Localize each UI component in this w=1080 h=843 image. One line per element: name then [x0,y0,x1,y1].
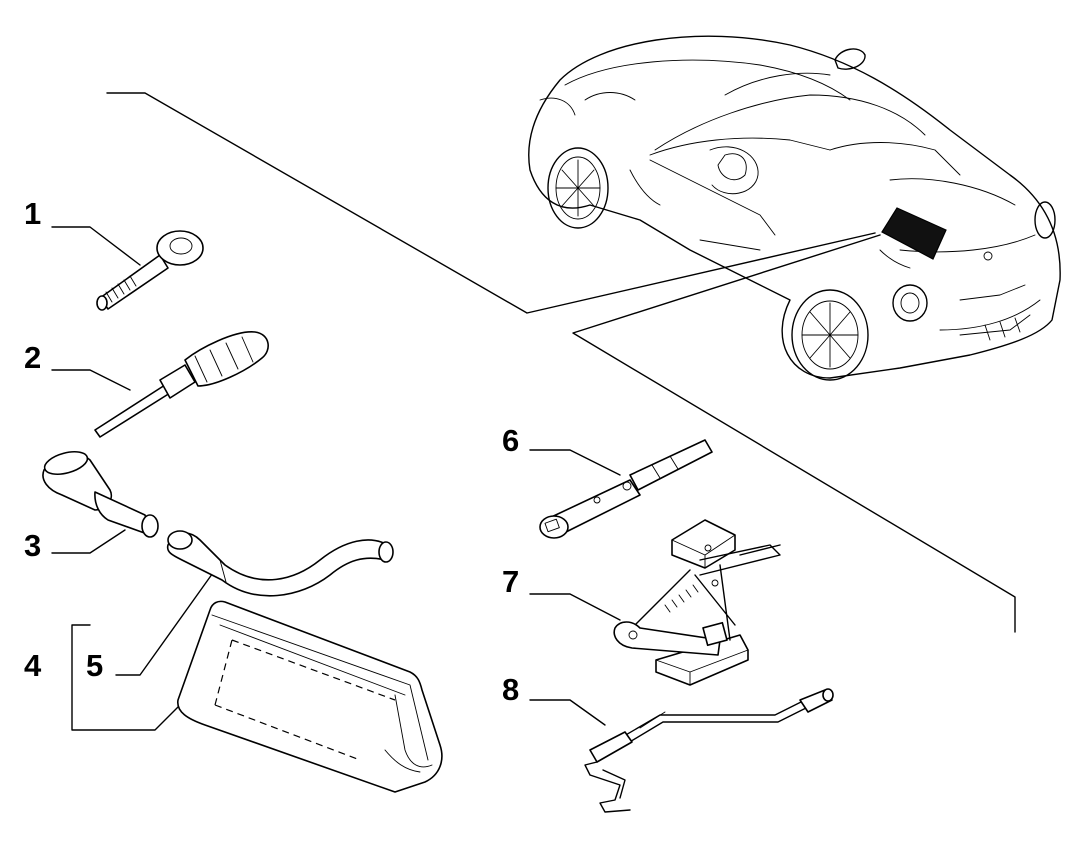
callout-7: 7 [502,564,520,599]
callout-5: 5 [86,648,104,683]
car-illustration [528,35,1061,381]
callout-1: 1 [24,196,42,231]
tool-bag-part [177,600,443,793]
adapter-sleeve-part [42,450,159,538]
storage-compartment-highlight [881,207,947,260]
scissor-jack-part [613,519,781,686]
leader-lines [51,92,1016,731]
callout-2: 2 [24,340,42,375]
screwdriver-part [94,331,269,438]
callout-3: 3 [24,528,42,563]
crank-wrench-part [539,439,713,539]
extension-tube-part [166,530,394,597]
callout-8: 8 [502,672,520,707]
callout-6: 6 [502,423,520,458]
towing-eye-part [96,230,204,311]
jack-crank-handle-part [584,688,834,813]
callout-4: 4 [24,648,42,683]
